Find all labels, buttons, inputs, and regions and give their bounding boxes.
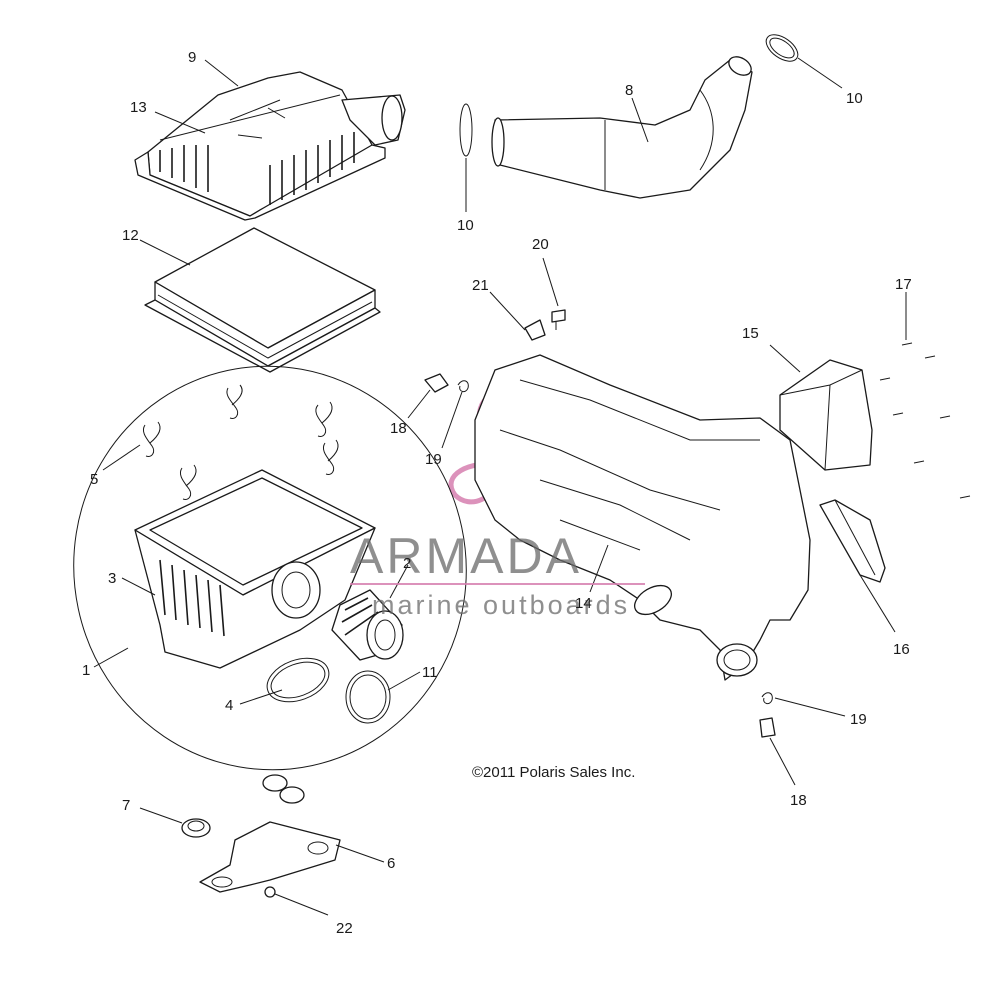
callout-21: 21 — [472, 277, 489, 294]
callout-18: 18 — [390, 420, 407, 437]
callout-20: 20 — [532, 236, 549, 253]
callout-8: 8 — [625, 82, 633, 99]
callout-17: 17 — [895, 276, 912, 293]
callout-10b: 10 — [846, 90, 863, 107]
leader-lines — [93, 57, 907, 916]
intake-duct — [459, 34, 799, 199]
fittings-18-19 — [424, 373, 776, 738]
copyright-notice: ©2011 Polaris Sales Inc. — [472, 764, 635, 781]
airbox-base — [134, 469, 376, 669]
airbox-cover — [134, 71, 406, 221]
callout-13: 13 — [130, 99, 147, 116]
callout-15: 15 — [742, 325, 759, 342]
foam-block — [779, 359, 873, 471]
hose-clamps — [266, 657, 391, 724]
fasteners-20-21 — [524, 309, 566, 341]
callout-7: 7 — [122, 797, 130, 814]
callout-labels: 9 13 12 5 3 1 4 2 11 18 19 10 8 10 20 21… — [82, 49, 912, 937]
callout-3: 3 — [108, 570, 116, 587]
callout-19: 19 — [425, 451, 442, 468]
seal-pad — [819, 499, 886, 583]
watermark-tagline: marine outboards — [372, 590, 630, 620]
callout-14: 14 — [575, 595, 592, 612]
intake-plenum — [474, 354, 811, 681]
callout-10: 10 — [457, 217, 474, 234]
mount-bracket — [181, 774, 341, 898]
callout-6: 6 — [387, 855, 395, 872]
callout-9: 9 — [188, 49, 196, 66]
callout-4: 4 — [225, 697, 233, 714]
watermark-brand: ARMADA — [350, 528, 582, 584]
callout-18b: 18 — [790, 792, 807, 809]
air-filter — [144, 227, 381, 373]
callout-5: 5 — [90, 471, 98, 488]
callout-2: 2 — [403, 555, 411, 572]
callout-12: 12 — [122, 227, 139, 244]
callout-16: 16 — [893, 641, 910, 658]
screws-17 — [879, 342, 971, 499]
assembly-group-outline — [73, 365, 467, 771]
callout-22: 22 — [336, 920, 353, 937]
outlet-boot — [331, 589, 404, 661]
callout-11: 11 — [422, 664, 438, 681]
callout-19b: 19 — [850, 711, 867, 728]
callout-1: 1 — [82, 662, 90, 679]
